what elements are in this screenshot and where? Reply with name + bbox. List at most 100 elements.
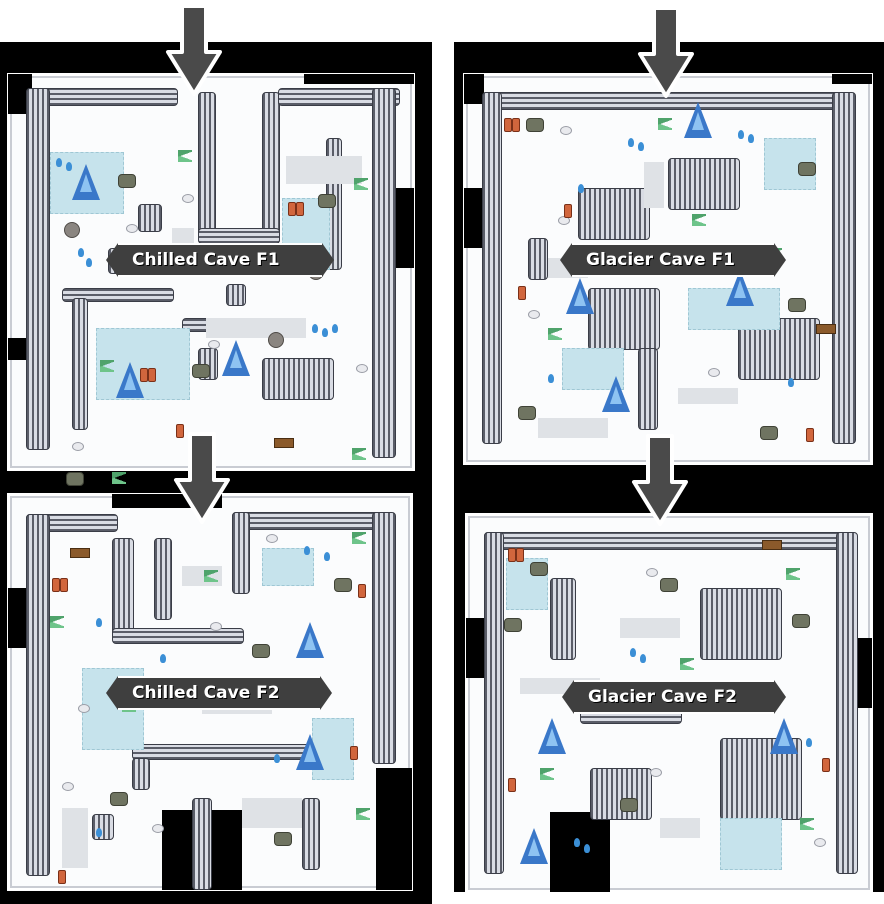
ice-patch <box>720 818 782 870</box>
chilled-cave-f1-label: Chilled Cave F1 <box>106 243 334 277</box>
chilled-cave-f2-map <box>8 494 412 890</box>
barrel-icon <box>518 286 526 300</box>
rock-icon <box>620 798 638 812</box>
barrel-icon <box>350 746 358 760</box>
glacier-cave-f2-label: Glacier Cave F2 <box>562 680 786 714</box>
rock-icon <box>760 426 778 440</box>
glacier-cave-f1-label: Glacier Cave F1 <box>560 243 786 277</box>
ice-patch <box>688 288 780 330</box>
cave-wall <box>372 512 396 764</box>
ice-shard-icon <box>78 248 84 257</box>
snow-pebble-icon <box>650 768 662 777</box>
cave-wall <box>302 798 320 870</box>
rock-icon <box>110 792 128 806</box>
barrel-icon <box>148 368 156 382</box>
ice-crystal-icon <box>72 164 100 200</box>
ice-crystal-icon <box>520 828 548 864</box>
barrel-icon <box>60 578 68 592</box>
cave-floor <box>660 818 700 838</box>
ice-shard-icon <box>322 328 328 337</box>
ice-grass-icon <box>786 568 800 580</box>
signpost-icon <box>274 438 294 448</box>
cave-wall <box>72 298 88 430</box>
ice-shard-icon <box>66 162 72 171</box>
cave-wall <box>836 532 858 874</box>
barrel-icon <box>516 548 524 562</box>
barrel-icon <box>822 758 830 772</box>
cave-wall <box>154 538 172 620</box>
rock-icon <box>274 832 292 846</box>
ice-shard-icon <box>748 134 754 143</box>
rock-icon <box>334 578 352 592</box>
snow-pebble-icon <box>528 310 540 319</box>
cave-floor <box>206 318 306 338</box>
cave-wall <box>232 512 394 530</box>
ice-grass-icon <box>352 532 366 544</box>
cave-wall <box>528 238 548 280</box>
ice-shard-icon <box>304 546 310 555</box>
ice-shard-icon <box>96 828 102 837</box>
ice-grass-icon <box>112 472 126 484</box>
ice-shard-icon <box>160 654 166 663</box>
cave-wall <box>482 92 502 444</box>
cave-floor <box>644 162 664 208</box>
cave-wall <box>588 288 660 350</box>
ice-grass-icon <box>178 150 192 162</box>
cave-wall <box>550 578 576 660</box>
ice-shard-icon <box>332 324 338 333</box>
cave-wall <box>278 88 400 106</box>
snow-pebble-icon <box>152 824 164 833</box>
cave-wall <box>26 88 50 450</box>
ice-crystal-icon <box>296 622 324 658</box>
cave-wall <box>192 798 212 890</box>
ice-grass-icon <box>352 448 366 460</box>
barrel-icon <box>508 778 516 792</box>
ice-crystal-icon <box>222 340 250 376</box>
barrel-icon <box>806 428 814 442</box>
ice-grass-icon <box>540 768 554 780</box>
glacier-cave-floor-connector-arrow-icon <box>632 434 688 526</box>
cave-wall <box>262 358 334 400</box>
ice-grass-icon <box>100 360 114 372</box>
ice-shard-icon <box>274 754 280 763</box>
boulder-icon <box>268 332 284 348</box>
snow-pebble-icon <box>72 442 84 451</box>
rock-icon <box>192 364 210 378</box>
ice-grass-icon <box>680 658 694 670</box>
barrel-icon <box>512 118 520 132</box>
cave-wall <box>578 188 650 240</box>
ice-shard-icon <box>788 378 794 387</box>
ice-shard-icon <box>640 654 646 663</box>
cave-wall <box>484 532 504 874</box>
rock-icon <box>526 118 544 132</box>
rock-icon <box>798 162 816 176</box>
ice-crystal-icon <box>296 734 324 770</box>
rock-icon <box>118 174 136 188</box>
ice-grass-icon <box>692 214 706 226</box>
ice-grass-icon <box>548 328 562 340</box>
barrel-icon <box>58 870 66 884</box>
ice-shard-icon <box>638 142 644 151</box>
ice-shard-icon <box>324 552 330 561</box>
cave-wall <box>138 204 162 232</box>
glacier-cave-entrance-arrow-icon <box>638 6 694 98</box>
ice-shard-icon <box>630 648 636 657</box>
barrel-icon <box>288 202 296 216</box>
left-map-panel: Chilled Cave F1 <box>0 42 432 904</box>
barrel-icon <box>52 578 60 592</box>
ice-crystal-icon <box>684 102 712 138</box>
rock-icon <box>788 298 806 312</box>
ice-crystal-icon <box>566 278 594 314</box>
rock-icon <box>660 578 678 592</box>
cave-floor <box>286 156 362 184</box>
ice-grass-icon <box>658 118 672 130</box>
cave-wall <box>112 538 134 640</box>
ice-crystal-icon <box>116 362 144 398</box>
rock-icon <box>518 406 536 420</box>
ice-shard-icon <box>806 738 812 747</box>
cave-wall <box>590 768 652 820</box>
ice-grass-icon <box>800 818 814 830</box>
cave-wall <box>668 158 740 210</box>
rock-icon <box>504 618 522 632</box>
snow-pebble-icon <box>814 838 826 847</box>
